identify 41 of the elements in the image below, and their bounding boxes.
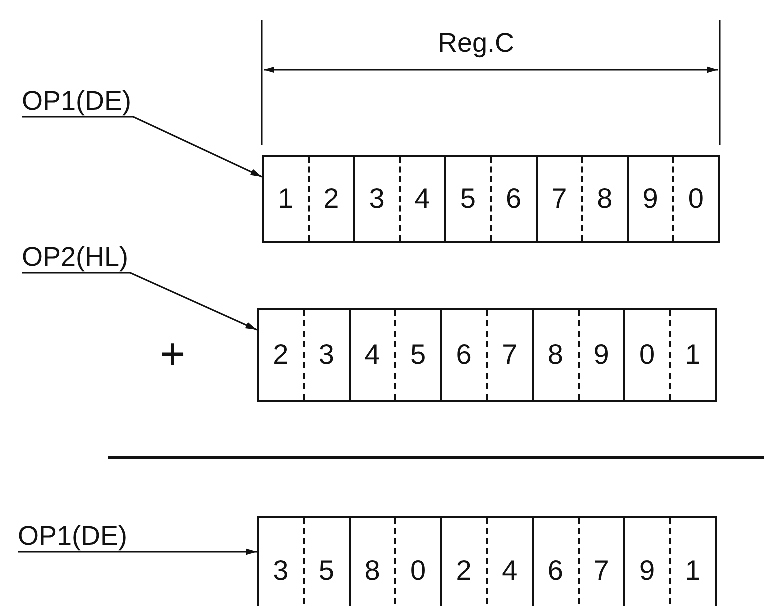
digit: 3 [272, 554, 290, 588]
digit: 3 [302, 310, 349, 400]
register-box [257, 516, 717, 606]
operand-label: OP1(DE) [22, 86, 132, 116]
digit: 7 [536, 157, 582, 241]
digit: 1 [277, 182, 295, 216]
operand-label: OP1(DE) [18, 521, 128, 551]
leader-arrow [22, 116, 262, 178]
digit: 2 [308, 157, 354, 241]
digit: 0 [623, 310, 670, 400]
digit: 4 [486, 518, 532, 606]
digit: 6 [490, 157, 536, 241]
digit: 0 [394, 518, 440, 606]
digit: 2 [440, 518, 486, 606]
leader-arrow [18, 548, 257, 556]
leader-arrow [22, 272, 258, 331]
digit: 1 [669, 310, 715, 400]
digit: 9 [623, 518, 670, 606]
digit: 3 [353, 157, 399, 241]
digit: 5 [394, 310, 440, 400]
operand-label: OP2(HL) [22, 242, 129, 272]
digit: 0 [672, 157, 718, 241]
digit: 9 [578, 310, 624, 400]
digit: 1 [669, 518, 715, 606]
digit: 6 [440, 310, 486, 400]
digit: 7 [486, 310, 532, 400]
digit: 5 [444, 157, 490, 241]
digit: 4 [398, 157, 444, 241]
digit: 8 [581, 157, 627, 241]
register-box [262, 155, 720, 243]
digit: 5 [302, 518, 349, 606]
digit: 4 [348, 310, 394, 400]
digit: 7 [578, 518, 624, 606]
digit: 6 [532, 518, 578, 606]
register-box [257, 308, 717, 402]
plus-sign: + [160, 330, 186, 380]
register-name: Reg.C [438, 28, 515, 59]
digit: 9 [626, 157, 672, 241]
digit: 8 [348, 518, 394, 606]
digit: 8 [532, 310, 578, 400]
digit: 2 [272, 338, 290, 372]
